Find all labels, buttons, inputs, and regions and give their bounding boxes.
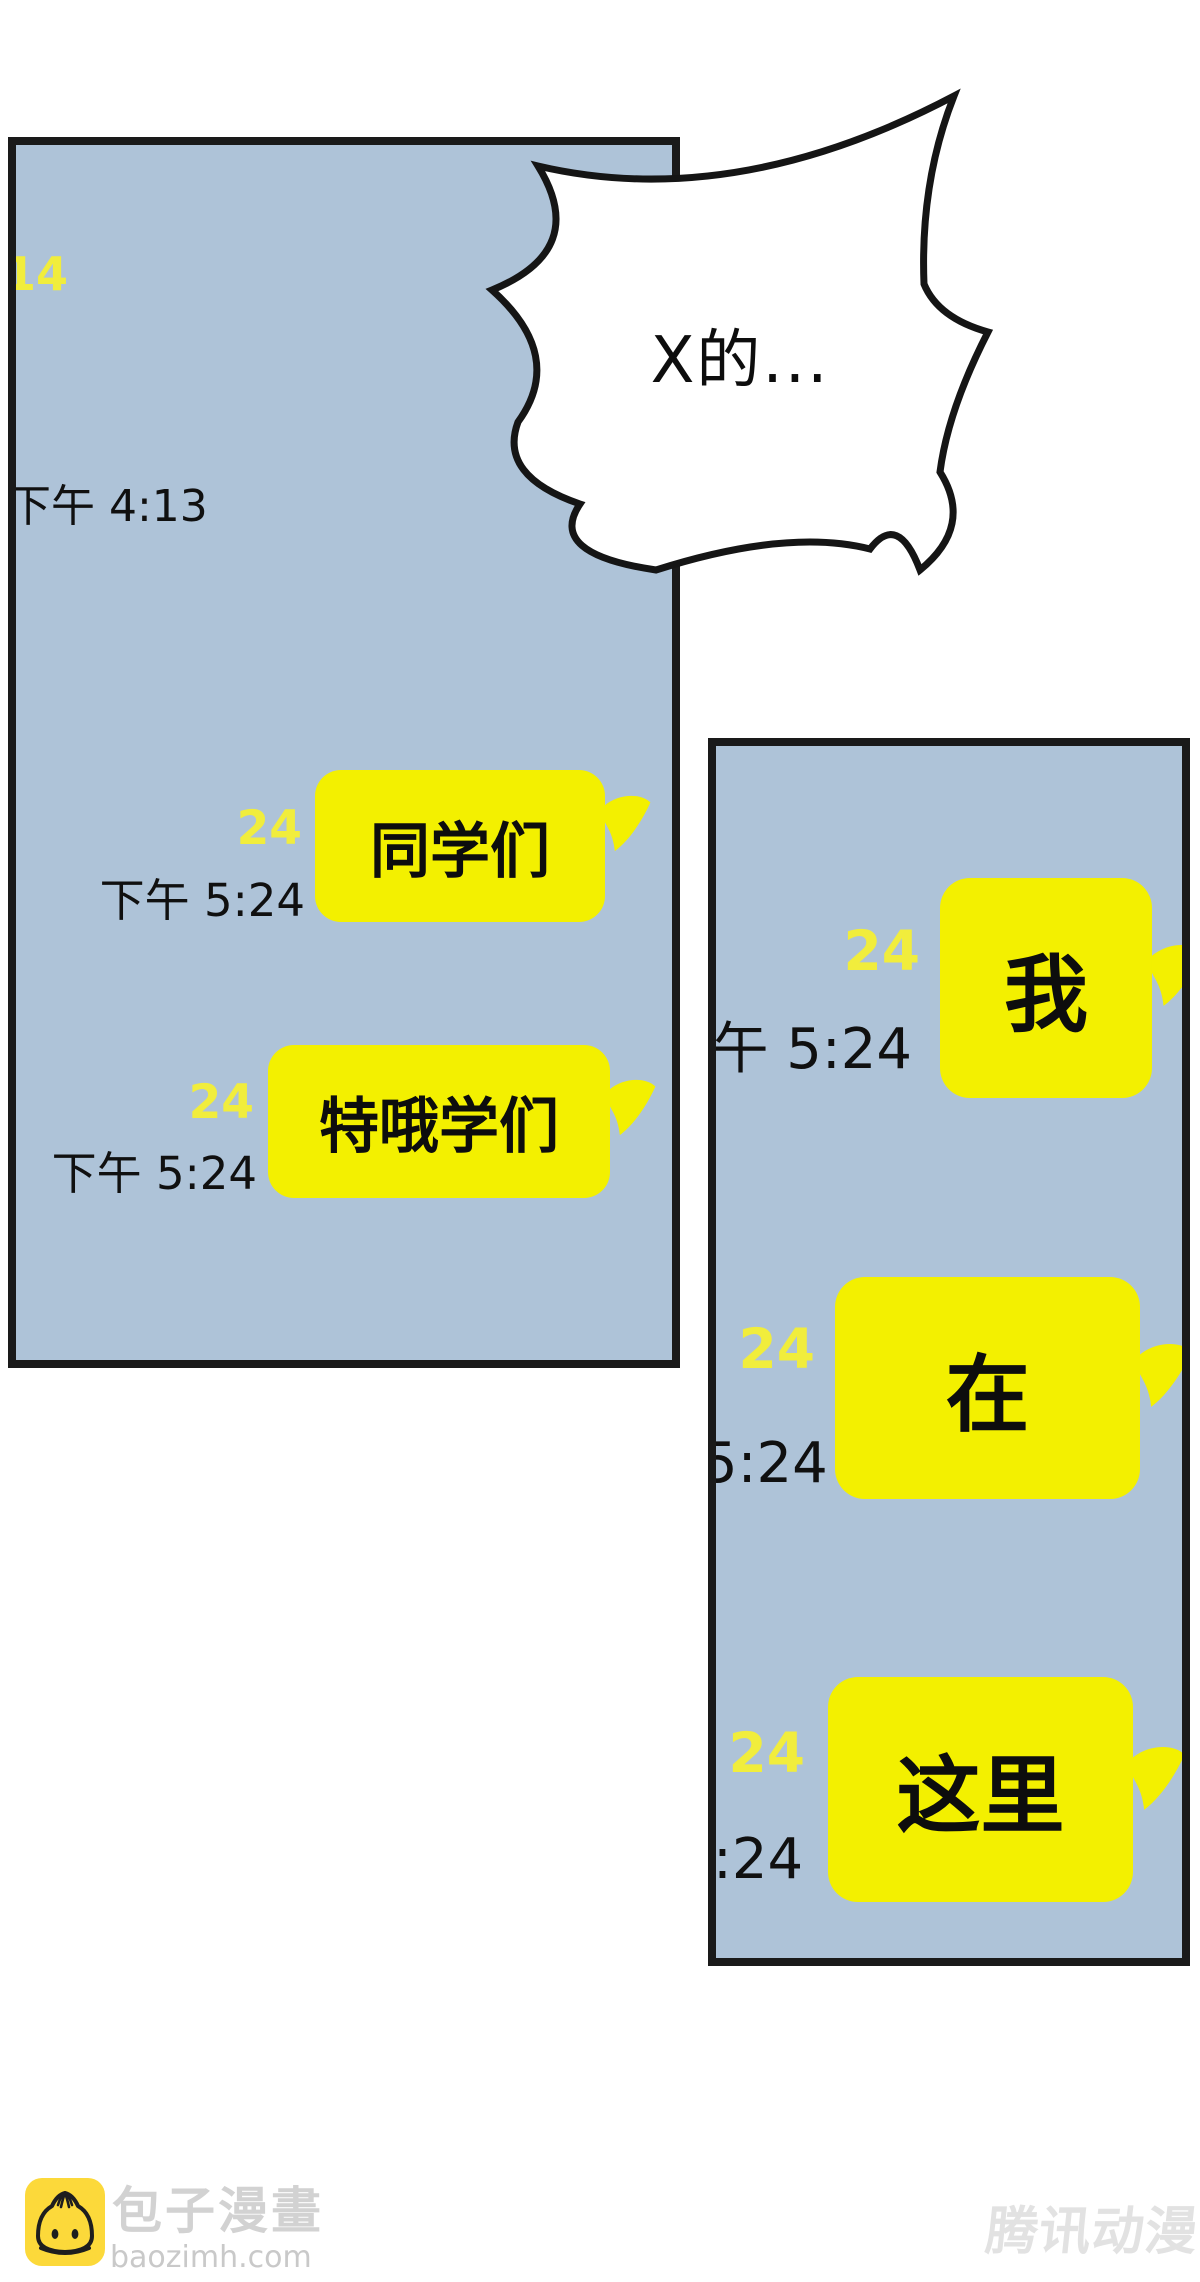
chat-timestamp-header: 下午 4:13: [8, 481, 208, 532]
read-count-label: 24: [843, 919, 920, 983]
chat-panel-2: 24 我 午 5:24 24 在 5:24 24 这里 :24: [708, 738, 1190, 1966]
message-time: 午 5:24: [712, 1017, 912, 1082]
message-bubble: 我: [940, 878, 1152, 1098]
shout-bubble-shape: [485, 88, 994, 576]
message-time: 5:24: [708, 1431, 828, 1496]
bubble-tail: [1138, 1344, 1182, 1407]
unread-count-badge: 14: [8, 247, 69, 301]
message-bubble: 特哦学们: [268, 1045, 610, 1198]
read-count-label: 24: [728, 1721, 805, 1785]
shout-speech-bubble: X的...: [485, 88, 994, 612]
read-count-label: 24: [188, 1075, 254, 1130]
tencent-comics-watermark: 腾讯动漫: [982, 2202, 1200, 2262]
message-time: 下午 5:24: [51, 1147, 257, 1200]
bubble-tail: [603, 795, 651, 852]
message-bubble: 同学们: [315, 770, 605, 922]
bubble-tail: [608, 1079, 656, 1136]
baozi-bun-icon: [25, 2178, 105, 2266]
shout-text: X的...: [650, 324, 830, 398]
baozimh-watermark-url: baozimh.com: [110, 2240, 312, 2275]
bubble-tail: [1131, 1747, 1182, 1810]
message-time: :24: [713, 1827, 804, 1892]
read-count-label: 24: [738, 1317, 815, 1381]
message-time: 下午 5:24: [99, 874, 305, 927]
baozimh-watermark-title: 包子漫畫: [112, 2182, 324, 2240]
read-count-label: 24: [236, 801, 302, 856]
message-bubble: 在: [835, 1277, 1140, 1499]
bubble-tail: [1151, 945, 1182, 1006]
message-bubble: 这里: [828, 1677, 1133, 1902]
